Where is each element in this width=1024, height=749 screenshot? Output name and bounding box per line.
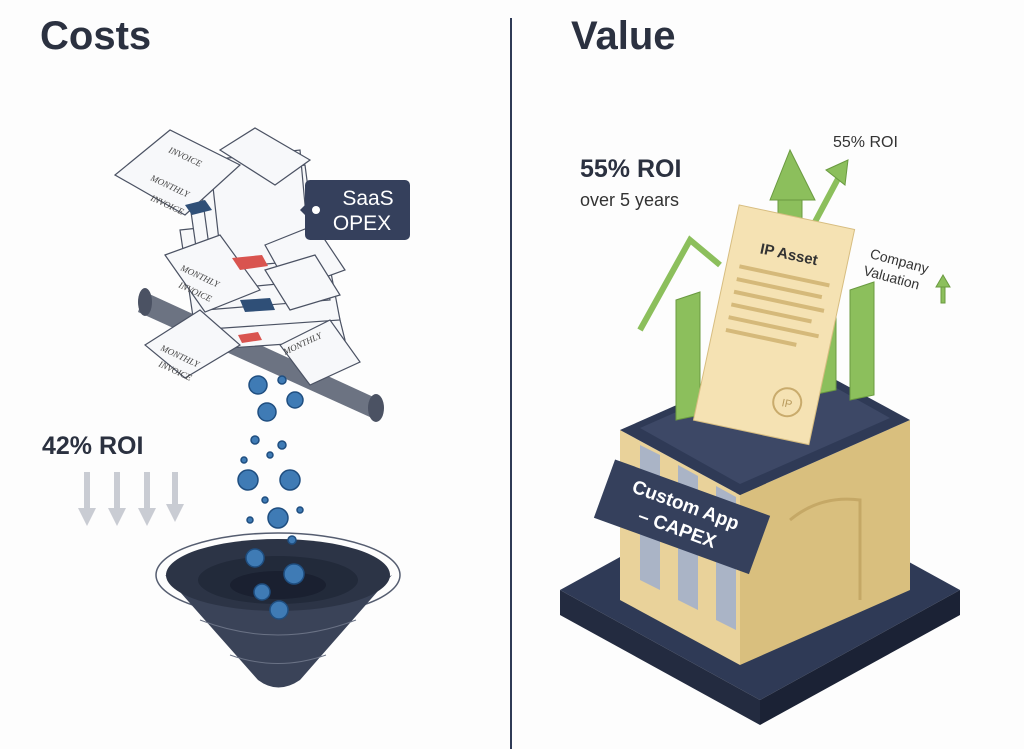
illustration-shape xyxy=(108,508,126,526)
illustration-shape xyxy=(675,291,701,421)
illustration-shape xyxy=(740,420,910,665)
invoice-sheet xyxy=(279,319,361,386)
illustration-shape xyxy=(232,255,268,270)
invoice-accents xyxy=(185,200,275,343)
illustration-shape xyxy=(728,315,820,339)
invoice-sheet xyxy=(164,234,261,313)
illustration-shape xyxy=(286,391,304,409)
illustration-shape xyxy=(261,496,269,504)
illustration-shape xyxy=(849,281,875,401)
coin-icons xyxy=(237,375,305,620)
illustration-shape xyxy=(84,472,90,510)
illustration-shape xyxy=(114,472,120,510)
illustration-shape xyxy=(245,548,265,568)
illustration-shape: SaaS xyxy=(342,187,393,210)
illustration-shape xyxy=(144,472,150,510)
illustration-shape xyxy=(237,469,259,491)
illustration-shape xyxy=(172,472,178,506)
illustration-shape xyxy=(166,504,184,522)
illustration-shape xyxy=(246,516,254,524)
illustration-shape xyxy=(733,289,825,313)
illustration-shape xyxy=(760,590,960,725)
ip-asset-document: IP Asset IP xyxy=(692,204,856,446)
illustration-shape xyxy=(736,277,823,300)
illustration-shape xyxy=(593,459,771,575)
illustration-shape xyxy=(277,375,287,385)
illustration-shape xyxy=(138,288,152,316)
value-title: Value xyxy=(571,14,676,58)
invoice-sheet xyxy=(264,254,341,311)
illustration-shape xyxy=(267,507,289,529)
illustration-shape xyxy=(185,200,212,215)
illustration-shape xyxy=(296,506,304,514)
illustration-shape xyxy=(166,472,184,522)
costs-title: Costs xyxy=(40,14,152,58)
funnel-icon xyxy=(155,532,401,688)
illustration-shape xyxy=(138,508,156,526)
illustration-shape xyxy=(368,394,384,422)
invoice-sheet xyxy=(143,309,242,379)
illustration-shape xyxy=(725,327,797,347)
illustration-shape xyxy=(283,563,305,585)
arrow-roi-label: 55% ROI xyxy=(833,134,898,151)
illustration-shape xyxy=(229,654,327,664)
illustration-shape xyxy=(78,508,96,526)
illustration-shape xyxy=(279,469,301,491)
illustration-shape xyxy=(108,472,126,526)
down-arrows-icon xyxy=(78,472,184,526)
illustration-shape xyxy=(238,332,262,343)
invoice-stack xyxy=(113,127,361,386)
illustration-shape xyxy=(266,451,274,459)
illustration-shape xyxy=(739,264,830,288)
illustration-shape xyxy=(269,600,289,620)
illustration-shape xyxy=(769,148,816,201)
illustration-shape xyxy=(277,440,287,450)
illustration-shape xyxy=(240,298,275,312)
saas-opex-label: SaaS OPEX xyxy=(300,180,410,240)
illustration-shape xyxy=(240,456,248,464)
illustration-shape xyxy=(138,472,156,526)
illustration-shape xyxy=(940,284,946,304)
illustration-shape xyxy=(257,402,277,422)
illustration-shape: OPEX xyxy=(333,212,391,235)
illustration-shape xyxy=(248,375,268,395)
illustration-shape xyxy=(825,159,849,186)
illustration-shape xyxy=(250,435,260,445)
illustration-shape xyxy=(287,535,297,545)
invoice-sheet xyxy=(113,129,242,216)
value-roi-period: over 5 years xyxy=(580,190,680,210)
illustration-shape xyxy=(199,619,357,636)
ip-seal-icon xyxy=(772,387,803,418)
illustration-shape xyxy=(312,206,320,214)
illustration-shape xyxy=(230,571,326,599)
illustration-shape xyxy=(305,180,410,240)
illustration-shape xyxy=(637,235,722,332)
illustration-shape: IP xyxy=(780,397,793,411)
illustration-shape xyxy=(935,274,951,288)
costs-roi: 42% ROI xyxy=(42,432,144,460)
illustration-shape xyxy=(725,264,830,347)
illustration-shape xyxy=(253,583,271,601)
value-roi: 55% ROI xyxy=(580,155,682,183)
illustration-shape xyxy=(789,497,862,600)
invoice-sheet xyxy=(218,127,312,186)
illustration-shape xyxy=(730,302,812,324)
illustration-shape xyxy=(560,590,760,725)
illustration-shape xyxy=(78,472,96,526)
